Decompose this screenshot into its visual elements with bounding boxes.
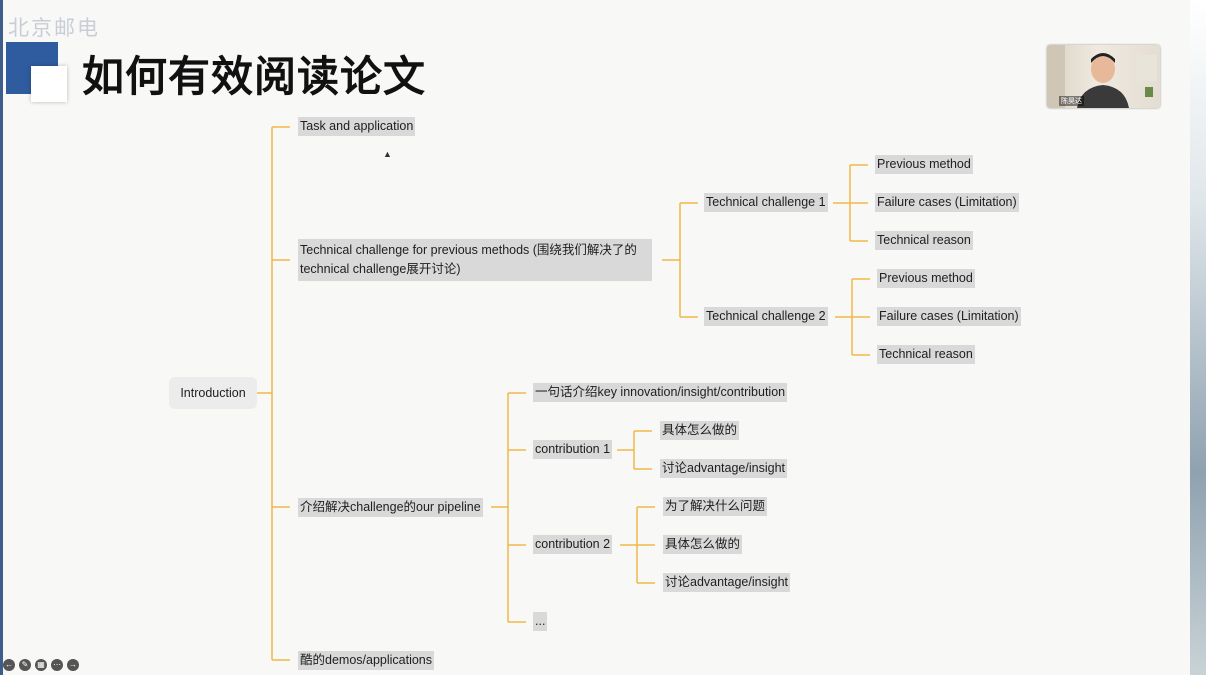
forward-icon[interactable]: → [67, 659, 79, 671]
node-challenge-1[interactable]: Technical challenge 1 [704, 193, 828, 212]
presenter-video[interactable]: 陈昊达 [1047, 45, 1160, 108]
node-c1-how[interactable]: 具体怎么做的 [660, 421, 740, 440]
node-c1-previous-method[interactable]: Previous method [875, 155, 973, 174]
watermark: 北京邮电 [8, 17, 100, 40]
node-c2-technical-reason[interactable]: Technical reason [877, 345, 975, 364]
node-c2-failure-cases[interactable]: Failure cases (Limitation) [877, 307, 1021, 326]
node-key-innovation[interactable]: 一句话介绍key innovation/insight/contribution [533, 383, 788, 402]
back-icon[interactable]: ← [3, 659, 15, 671]
node-c2-problem[interactable]: 为了解决什么问题 [663, 497, 768, 516]
node-contribution-2[interactable]: contribution 2 [533, 535, 613, 554]
node-task-application[interactable]: Task and application [298, 117, 416, 136]
node-c2-previous-method[interactable]: Previous method [877, 269, 975, 288]
node-introduction[interactable]: Introduction [169, 377, 257, 409]
presentation-toolbar: ← ✎ ▦ ⋯ → [3, 659, 79, 671]
node-our-pipeline[interactable]: 介绍解决challenge的our pipeline [298, 498, 483, 517]
node-c1-technical-reason[interactable]: Technical reason [875, 231, 973, 250]
node-ellipsis[interactable]: ... [533, 612, 548, 631]
pen-icon[interactable]: ✎ [19, 659, 31, 671]
node-c2-advantage[interactable]: 讨论advantage/insight [663, 573, 790, 592]
window-edge [0, 0, 3, 675]
presenter-avatar-icon [1047, 45, 1157, 108]
desktop-background-strip [1190, 0, 1206, 675]
logo-square-white [31, 66, 67, 102]
mouse-cursor-icon: ▲ [383, 149, 392, 159]
more-icon[interactable]: ⋯ [51, 659, 63, 671]
node-challenge-2[interactable]: Technical challenge 2 [704, 307, 828, 326]
node-c1-failure-cases[interactable]: Failure cases (Limitation) [875, 193, 1019, 212]
node-demos[interactable]: 酷的demos/applications [298, 651, 435, 670]
node-c2-how[interactable]: 具体怎么做的 [663, 535, 743, 554]
node-c1-advantage[interactable]: 讨论advantage/insight [660, 459, 787, 478]
slide-title: 如何有效阅读论文 [82, 52, 427, 101]
node-technical-challenge[interactable]: Technical challenge for previous methods… [298, 239, 652, 281]
presenter-name: 陈昊达 [1059, 96, 1084, 106]
subtitle-icon[interactable]: ▦ [35, 659, 47, 671]
node-contribution-1[interactable]: contribution 1 [533, 440, 613, 459]
